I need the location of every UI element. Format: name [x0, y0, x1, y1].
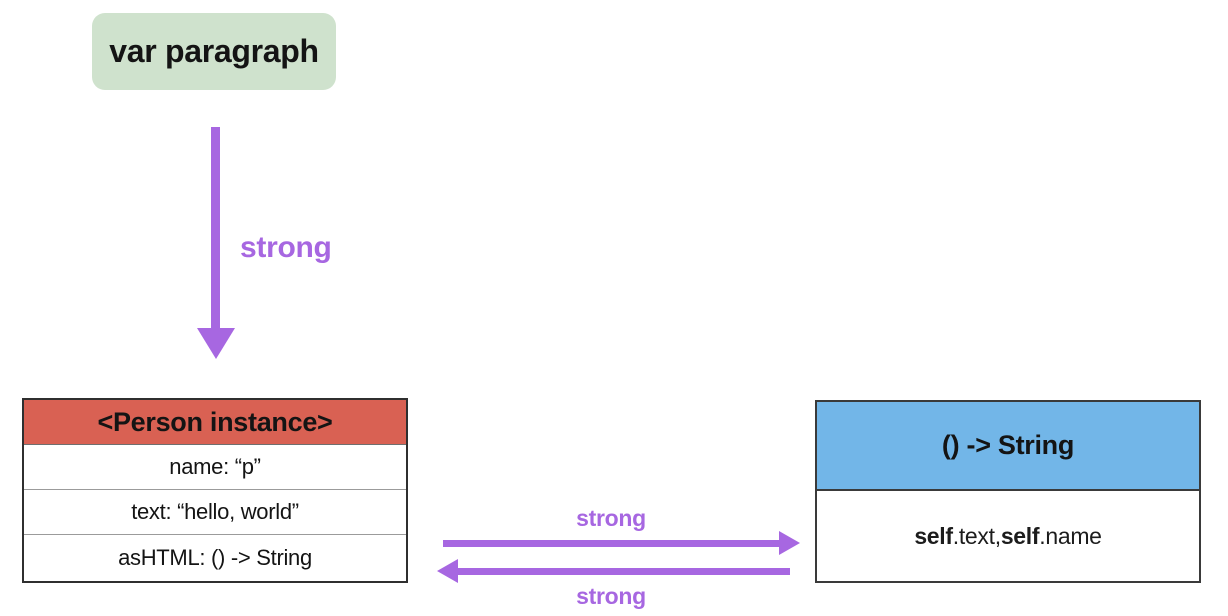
strong-arrow-right-head: [779, 531, 800, 555]
var-paragraph-box: var paragraph: [92, 13, 336, 90]
strong-arrow-left-head: [437, 559, 458, 583]
strong-label-vertical: strong: [240, 231, 332, 264]
person-row-name: name: “p”: [24, 445, 406, 490]
closure-body-prop2: .name: [1039, 522, 1102, 549]
closure-body-prop1: .text,: [952, 522, 1001, 549]
strong-arrow-down-head: [197, 328, 235, 359]
strong-label-left-arrow: strong: [576, 583, 646, 609]
strong-arrow-down-shaft: [211, 127, 220, 328]
person-instance-table: <Person instance> name: “p” text: “hello…: [22, 398, 408, 583]
person-instance-header: <Person instance>: [24, 400, 406, 445]
closure-box: () -> String self.text, self.name: [815, 400, 1201, 583]
person-row-ashtml: asHTML: () -> String: [24, 535, 406, 581]
closure-body: self.text, self.name: [817, 491, 1199, 581]
strong-arrow-right-shaft: [443, 540, 779, 547]
person-row-text: text: “hello, world”: [24, 490, 406, 535]
closure-body-self2: self: [1000, 522, 1040, 549]
strong-label-right-arrow: strong: [576, 505, 646, 531]
closure-header: () -> String: [817, 402, 1199, 491]
strong-arrow-left-shaft: [458, 568, 790, 575]
closure-body-self1: self: [914, 522, 953, 549]
